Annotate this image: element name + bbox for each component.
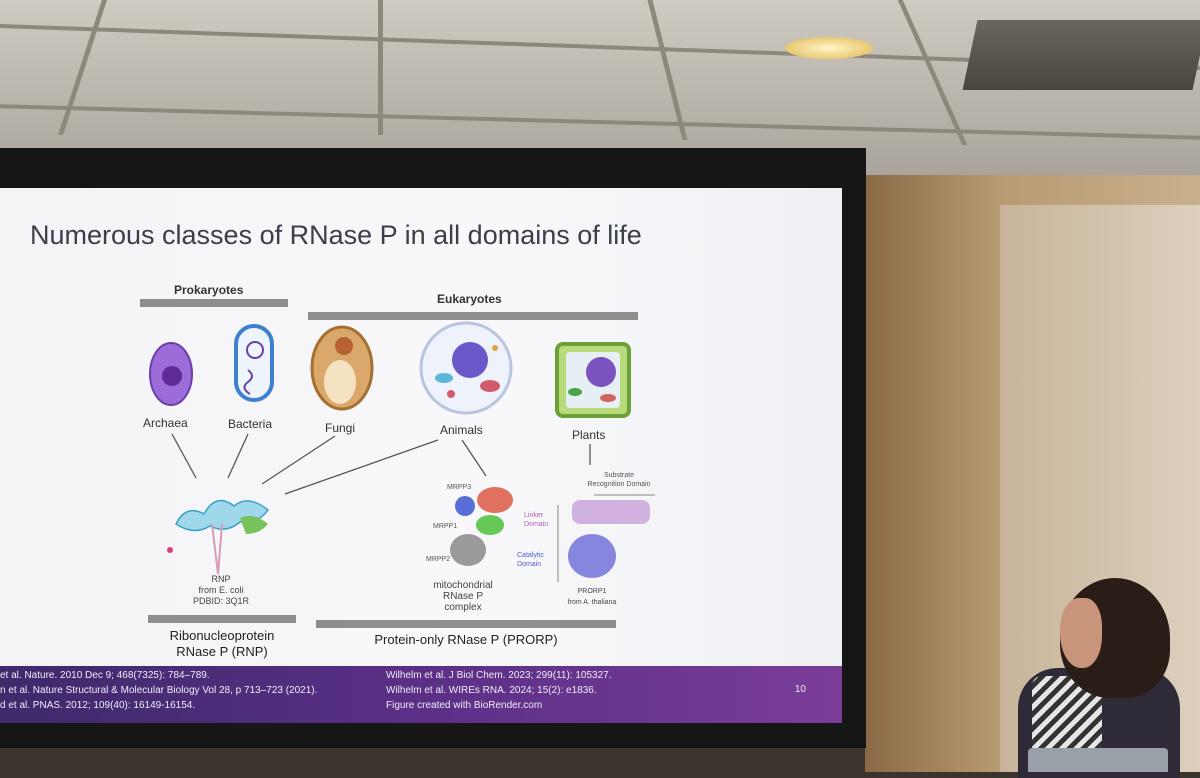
ceiling-grid-line bbox=[897, 0, 968, 145]
animal-cell-icon bbox=[419, 321, 513, 415]
label-archaea: Archaea bbox=[143, 416, 188, 430]
ceiling-vent bbox=[962, 20, 1200, 90]
class-label-prorp: Protein-only RNase P (PRORP) bbox=[374, 632, 558, 647]
plant-cell-icon bbox=[555, 342, 631, 418]
ceiling-light bbox=[785, 37, 873, 59]
label-fungi: Fungi bbox=[325, 421, 356, 435]
class-bar-prorp bbox=[316, 620, 616, 628]
arrow-fungi bbox=[261, 435, 336, 485]
mito-caption-line: RNase P bbox=[442, 591, 483, 602]
reference-right: Wilhelm et al. WIREs RNA. 2024; 15(2): e… bbox=[386, 685, 597, 696]
rnp-structure-icon bbox=[167, 499, 270, 575]
prorp1-caption-line: PRORP1 bbox=[577, 588, 607, 595]
group-bar-prokaryotes bbox=[140, 299, 288, 307]
group-label-prokaryotes: Prokaryotes bbox=[174, 283, 244, 297]
prorp1-caption-line: from A. thaliana bbox=[567, 599, 617, 606]
label-plants: Plants bbox=[572, 428, 606, 442]
class-bar-rnp bbox=[148, 615, 296, 623]
reference-left: et al. Nature. 2010 Dec 9; 468(7325): 78… bbox=[0, 670, 210, 681]
label-animals: Animals bbox=[440, 423, 483, 437]
group-label-eukaryotes: Eukaryotes bbox=[437, 292, 502, 306]
prorp1-caption: PRORP1 from A. thaliana bbox=[552, 586, 632, 608]
pathway-arrows bbox=[171, 433, 591, 495]
rnp-caption-line: from E. coli bbox=[198, 585, 244, 595]
label-bacteria: Bacteria bbox=[228, 417, 273, 431]
laptop bbox=[1028, 748, 1168, 772]
label-catalytic-domain: Catalytic Domain bbox=[517, 552, 544, 568]
label-linker-domain: Linker Domain bbox=[524, 512, 549, 528]
reference-left: n et al. Nature Structural & Molecular B… bbox=[0, 685, 318, 696]
archaea-icon bbox=[149, 342, 193, 406]
figure-illustrations bbox=[149, 321, 655, 582]
label-substrate-domain: Substrate Recognition Domain bbox=[587, 472, 651, 488]
label-mrpp2: MRPP2 bbox=[426, 556, 451, 563]
bacteria-icon bbox=[234, 324, 274, 402]
prorp1-structure-icon bbox=[568, 500, 650, 578]
slide: Numerous classes of RNase P in all domai… bbox=[0, 188, 842, 723]
arrow-animals-rnp bbox=[284, 439, 439, 495]
mito-caption-line: complex bbox=[444, 602, 482, 613]
slide-footer: et al. Nature. 2010 Dec 9; 468(7325): 78… bbox=[0, 666, 842, 723]
rnp-caption: RNP from E. coli PDBID: 3Q1R bbox=[176, 574, 266, 607]
label-mrpp1: MRPP1 bbox=[433, 523, 458, 530]
fungi-icon bbox=[310, 325, 374, 411]
rnp-caption-line: RNP bbox=[211, 574, 231, 584]
ceiling bbox=[0, 0, 1200, 175]
reference-right: Figure created with BioRender.com bbox=[386, 700, 543, 711]
label-mrpp3: MRPP3 bbox=[447, 484, 472, 491]
ceiling-grid-line bbox=[58, 0, 107, 135]
arrow-archaea bbox=[171, 433, 197, 479]
mito-caption-line: mitochondrial bbox=[433, 580, 493, 591]
group-bar-eukaryotes bbox=[308, 312, 638, 320]
reference-right: Wilhelm et al. J Biol Chem. 2023; 299(11… bbox=[386, 670, 612, 681]
rnp-caption-line: PDBID: 3Q1R bbox=[192, 596, 250, 606]
arrow-bacteria bbox=[227, 433, 249, 479]
class-label-rnp: Ribonucleoprotein RNase P (RNP) bbox=[169, 628, 275, 659]
mito-caption: mitochondrial RNase P complex bbox=[418, 580, 508, 613]
presenter-face bbox=[1060, 598, 1102, 668]
ceiling-grid-line bbox=[378, 0, 383, 135]
slide-title: Numerous classes of RNase P in all domai… bbox=[30, 220, 642, 250]
ceiling-grid-line bbox=[647, 0, 688, 140]
arrow-animals-mito bbox=[461, 439, 487, 477]
mito-complex-icon bbox=[450, 487, 513, 566]
ceiling-grid-line bbox=[0, 104, 1200, 140]
slide-page-number: 10 bbox=[794, 684, 806, 695]
reference-left: d et al. PNAS. 2012; 109(40): 16149-1615… bbox=[0, 700, 196, 711]
